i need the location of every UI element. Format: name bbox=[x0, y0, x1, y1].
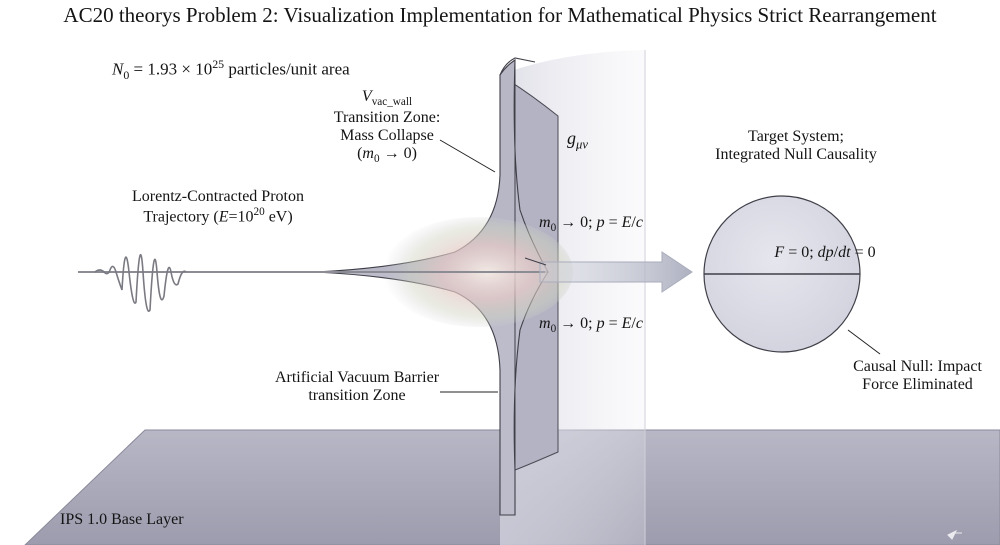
proton-trajectory-label: Lorentz-Contracted Proton Trajectory (E=… bbox=[132, 188, 304, 226]
mass-relation-lower: m0 → 0; p = E/c bbox=[539, 315, 643, 336]
mass-relation-upper: m0 → 0; p = E/c bbox=[539, 214, 643, 235]
page-title: AC20 theorys Problem 2: Visualization Im… bbox=[63, 3, 937, 27]
causal-null-label: Causal Null: Impact Force Eliminated bbox=[853, 358, 982, 393]
arrow-pointer-line bbox=[524, 257, 547, 266]
momentum-arrow bbox=[539, 251, 693, 293]
sparkle-icon bbox=[947, 529, 962, 540]
base-layer-label: IPS 1.0 Base Layer bbox=[60, 511, 184, 528]
metric-tensor-label: gμν bbox=[567, 128, 588, 152]
target-system-label: Target System; Integrated Null Causality bbox=[715, 128, 877, 163]
wave-packet-icon bbox=[94, 253, 187, 312]
barrier-top-curl bbox=[499, 57, 536, 76]
null-leader-line bbox=[847, 329, 881, 355]
particle-density-label: N0 = 1.93 × 1025 particles/unit area bbox=[112, 57, 350, 83]
vacuum-barrier-label: Artificial Vacuum Barrier transition Zon… bbox=[274, 369, 440, 404]
transition-zone-label: Vvac_wall Transition Zone: Mass Collapse… bbox=[333, 88, 441, 165]
force-equation-label: F = 0; dp/dt = 0 bbox=[774, 244, 876, 261]
zone-leader-line bbox=[439, 139, 496, 173]
